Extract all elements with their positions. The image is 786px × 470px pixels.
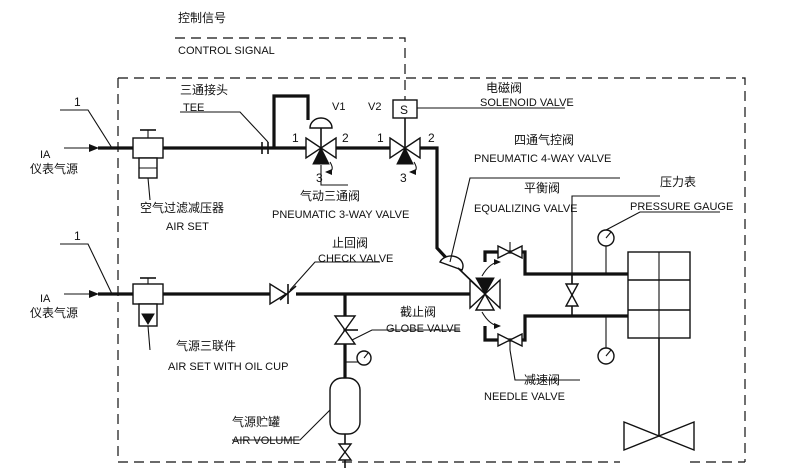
equalizing-valve: [564, 283, 580, 307]
v1-port-3: 3: [316, 171, 323, 185]
solenoid-symbol: S: [400, 103, 408, 117]
upper-actuator-pipe: [483, 250, 628, 276]
needle-cn: 减速阀: [524, 373, 560, 387]
solenoid-cn: 电磁阀: [486, 80, 522, 95]
v2-label: V2: [368, 101, 381, 113]
ia-top: IA: [40, 149, 51, 161]
line-number-top: 1: [74, 95, 81, 109]
air-set-cn: 空气过滤减压器: [140, 200, 224, 215]
leader-line-top: [60, 109, 113, 149]
check-valve: [269, 282, 297, 306]
globe-valve: [333, 315, 358, 345]
actuator-cylinder: [627, 251, 691, 436]
globe-en: GLOBE VALVE: [386, 323, 461, 335]
p3way-cn: 气动三通阀: [300, 188, 360, 203]
lower-actuator-pipe: [483, 314, 628, 342]
control-signal-en: CONTROL SIGNAL: [178, 45, 275, 57]
oilcup-leader: [147, 325, 151, 351]
ia-bottom: IA: [40, 293, 51, 305]
solenoid-valve: [389, 99, 421, 175]
pressure-en: PRESSURE GAUGE: [630, 201, 733, 213]
volume-leader: [232, 409, 331, 441]
air-set-en: AIR SET: [166, 221, 209, 233]
v1-label: V1: [332, 101, 345, 113]
v1-port-1: 1: [292, 131, 299, 145]
control-signal-line: [175, 37, 406, 100]
leader-line-bottom: [60, 243, 113, 295]
p3way-leader: [320, 165, 348, 186]
volume-cn: 气源贮罐: [232, 414, 280, 429]
equalizing-en: EQUALIZING VALVE: [474, 203, 578, 215]
globe-gauge: [345, 350, 372, 366]
line-number-bottom: 1: [74, 229, 81, 243]
check-cn: 止回阀: [332, 236, 368, 250]
tee-leader: [180, 111, 269, 143]
air-set-leader: [147, 177, 151, 201]
needle-en: NEEDLE VALVE: [484, 391, 565, 403]
solenoid-en: SOLENOID VALVE: [480, 97, 574, 109]
valve-body: [623, 420, 695, 452]
needle-leader: [509, 349, 580, 381]
pressure-leader: [605, 211, 720, 231]
check-leader: [289, 261, 380, 291]
globe-cn: 截止阀: [400, 305, 436, 319]
p4way-cn: 四通气控阀: [514, 132, 574, 147]
ia-bottom-cn: 仪表气源: [30, 305, 78, 320]
pneumatic-4-way-valve: [439, 255, 501, 329]
enclosure-boundary: [117, 77, 746, 462]
check-en: CHECK VALVE: [318, 253, 393, 265]
pressure-gauge-upper: [597, 229, 615, 274]
pneumatic-3-way-valve: [305, 117, 337, 175]
p4way-leader: [449, 177, 620, 263]
v2-port-1: 1: [377, 131, 384, 145]
oilcup-cn: 气源三联件: [176, 338, 236, 353]
pressure-gauge-lower: [597, 316, 615, 365]
ia-top-cn: 仪表气源: [30, 161, 78, 176]
air-volume-tank: [329, 377, 361, 468]
volume-en: AIR VOLUME: [232, 435, 300, 447]
equalizing-leader: [571, 195, 660, 284]
tee-en: TEE: [183, 102, 204, 114]
needle-valve-lower: [497, 332, 523, 350]
oilcup-en: AIR SET WITH OIL CUP: [168, 361, 288, 373]
tee-fitting: [261, 94, 310, 154]
pressure-cn: 压力表: [660, 175, 696, 189]
equalizing-cn: 平衡阀: [524, 181, 560, 195]
v1-port-2: 2: [342, 131, 349, 145]
globe-leader: [351, 329, 460, 341]
v2-port-2: 2: [428, 131, 435, 145]
tee-cn: 三通接头: [180, 82, 228, 97]
p3way-en: PNEUMATIC 3-WAY VALVE: [272, 209, 409, 221]
control-signal-cn: 控制信号: [178, 11, 226, 25]
air-set-filter: [132, 129, 164, 179]
air-set-with-oil-cup: [132, 277, 164, 327]
top-pipe-right: [420, 146, 452, 264]
v2-port-3: 3: [400, 171, 407, 185]
p4way-en: PNEUMATIC 4-WAY VALVE: [474, 153, 611, 165]
needle-valve-upper: [497, 242, 523, 260]
